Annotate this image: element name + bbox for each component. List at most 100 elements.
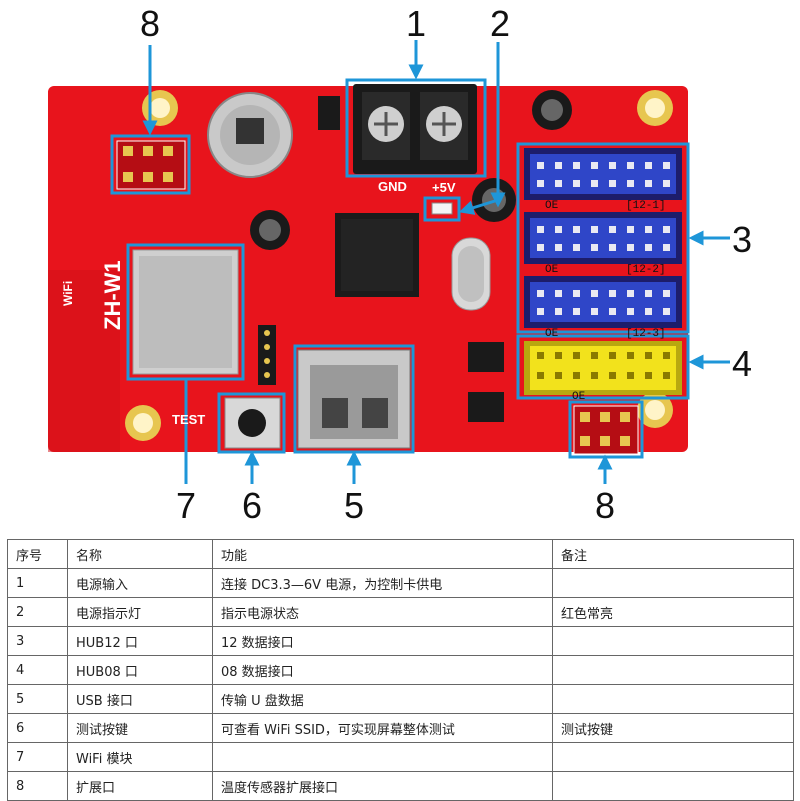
callout-number-6: 6 xyxy=(232,488,272,524)
hub12-label-1: [12-1] xyxy=(626,201,666,212)
hub12-pin xyxy=(555,290,562,297)
hub08-oe: OE xyxy=(572,392,585,403)
hub08-pin xyxy=(573,352,580,359)
test-button xyxy=(225,398,280,448)
cell-remark xyxy=(553,685,794,714)
hub08-pin xyxy=(555,352,562,359)
usb-port xyxy=(298,350,410,448)
hub08-connector xyxy=(524,341,682,395)
cell-index: 7 xyxy=(8,743,68,772)
expansion-header-bottom xyxy=(574,406,638,454)
hub12-pin xyxy=(555,308,562,315)
hub12-pin xyxy=(537,180,544,187)
hub12-pin xyxy=(663,226,670,233)
pin-header-4 xyxy=(258,325,276,385)
cell-index: 3 xyxy=(8,627,68,656)
cell-remark xyxy=(553,569,794,598)
hub12-pin xyxy=(645,290,652,297)
hub12-pin xyxy=(627,162,634,169)
callout-number-8-top: 8 xyxy=(130,6,170,42)
cell-index: 5 xyxy=(8,685,68,714)
hub12-pin xyxy=(609,290,616,297)
hub08-pin xyxy=(645,352,652,359)
hub12-pin xyxy=(573,244,580,251)
table-row: 8扩展口温度传感器扩展接口 xyxy=(8,772,794,801)
mcu-chip xyxy=(335,213,419,297)
hub12-pin xyxy=(645,162,652,169)
hub12-pin xyxy=(663,162,670,169)
hub12-pin xyxy=(609,162,616,169)
cell-name: 扩展口 xyxy=(68,772,213,801)
header-function: 功能 xyxy=(213,540,553,569)
hub12-pin xyxy=(591,308,598,315)
hub12-pin xyxy=(555,162,562,169)
cell-function: 传输 U 盘数据 xyxy=(213,685,553,714)
hub12-pin xyxy=(609,244,616,251)
crystal xyxy=(452,238,490,310)
hub08-pin xyxy=(609,372,616,379)
callout-number-2: 2 xyxy=(480,6,520,42)
cell-name: 测试按键 xyxy=(68,714,213,743)
component-table: 序号 名称 功能 备注 1电源输入连接 DC3.3—6V 电源，为控制卡供电2电… xyxy=(7,539,794,801)
hub12-pin xyxy=(537,244,544,251)
callout-number-4: 4 xyxy=(722,346,762,382)
hub12-pin xyxy=(627,308,634,315)
hub12-pin xyxy=(609,180,616,187)
hub12-pin xyxy=(555,226,562,233)
hub12-label-3: [12-3] xyxy=(626,329,666,340)
hub12-pin xyxy=(591,226,598,233)
hub08-pin xyxy=(573,372,580,379)
hub08-pin xyxy=(627,352,634,359)
board-diagram: GND +5V TEST WiFi ZH-W1 [12-1] [12-2] [1… xyxy=(0,0,800,530)
hub08-pin xyxy=(663,372,670,379)
cell-remark xyxy=(553,772,794,801)
cell-index: 6 xyxy=(8,714,68,743)
coin-battery xyxy=(208,93,292,177)
cell-function: 温度传感器扩展接口 xyxy=(213,772,553,801)
hub12-pin xyxy=(591,162,598,169)
callout-number-5: 5 xyxy=(334,488,374,524)
header-name: 名称 xyxy=(68,540,213,569)
cell-remark xyxy=(553,627,794,656)
hub08-pin xyxy=(591,352,598,359)
wifi-module xyxy=(133,250,238,374)
callout-number-3: 3 xyxy=(722,222,762,258)
hub12-pin xyxy=(645,180,652,187)
cell-name: 电源指示灯 xyxy=(68,598,213,627)
hub08-pin xyxy=(663,352,670,359)
callout-number-8-bottom: 8 xyxy=(585,488,625,524)
hub12-pin xyxy=(627,226,634,233)
cell-remark: 测试按键 xyxy=(553,714,794,743)
hub12-pin xyxy=(537,226,544,233)
cell-name: USB 接口 xyxy=(68,685,213,714)
hub12-oe-3: OE xyxy=(545,329,558,340)
gnd-label: GND xyxy=(378,180,407,193)
test-label: TEST xyxy=(172,413,205,426)
cell-name: HUB08 口 xyxy=(68,656,213,685)
cell-index: 2 xyxy=(8,598,68,627)
hub08-pin xyxy=(537,352,544,359)
terminal-block xyxy=(353,84,477,174)
hub12-pin xyxy=(645,226,652,233)
hub08-pin xyxy=(591,372,598,379)
hub12-pin xyxy=(627,290,634,297)
power-led xyxy=(432,203,452,214)
hub12-pin xyxy=(591,290,598,297)
hub12-pin xyxy=(663,308,670,315)
hub12-pin xyxy=(537,308,544,315)
hub12-pin xyxy=(573,290,580,297)
cell-function: 12 数据接口 xyxy=(213,627,553,656)
callout-number-7: 7 xyxy=(166,488,206,524)
hub12-pin xyxy=(573,308,580,315)
hub08-pin xyxy=(645,372,652,379)
hub08-pin xyxy=(537,372,544,379)
header-index: 序号 xyxy=(8,540,68,569)
hub08-pin xyxy=(555,372,562,379)
cell-function: 连接 DC3.3—6V 电源，为控制卡供电 xyxy=(213,569,553,598)
hub12-pin xyxy=(537,162,544,169)
cell-name: HUB12 口 xyxy=(68,627,213,656)
